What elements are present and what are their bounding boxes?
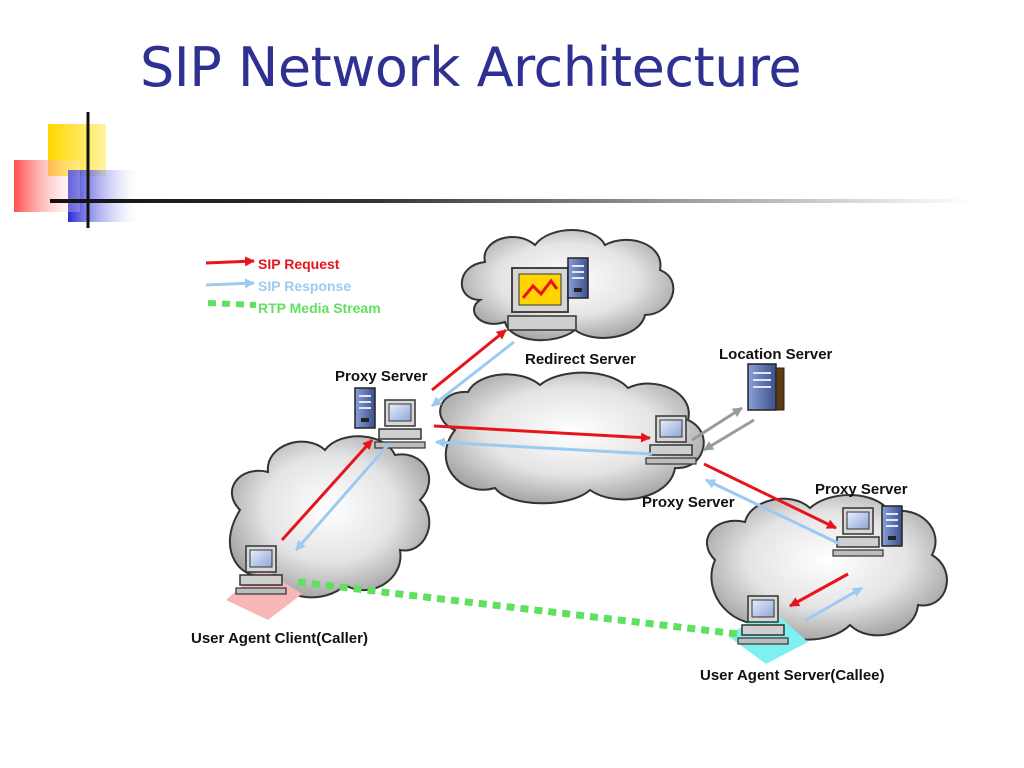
server-workstation-icon	[507, 257, 589, 331]
request-uac-to-proxy-left	[280, 438, 374, 542]
decor-red-square	[14, 160, 80, 212]
redirect-server-node: Redirect Server	[507, 257, 636, 368]
legend-label-media: RTP Media Stream	[258, 300, 381, 316]
server-tower-icon	[747, 363, 785, 411]
uas-highlight	[728, 608, 808, 664]
title-decoration	[14, 112, 970, 228]
rtp-media-stream	[297, 578, 739, 638]
connections	[280, 328, 863, 638]
request-proxy-right-to-uas	[789, 572, 849, 608]
cloud-right	[705, 494, 948, 641]
reply-location-to-center	[703, 418, 755, 452]
legend: SIP Request SIP Response RTP Media Strea…	[205, 256, 381, 316]
redirect-server-label: Redirect Server	[525, 351, 636, 368]
response-center-to-proxy-left	[435, 437, 653, 456]
slide-title: SIP Network Architecture	[140, 36, 802, 99]
proxy-server-left-label: Proxy Server	[335, 368, 428, 385]
title-underline	[50, 199, 970, 203]
uac-label: User Agent Client(Caller)	[191, 630, 368, 647]
location-server-label: Location Server	[719, 346, 833, 363]
proxy-server-right-node: Proxy Server	[815, 481, 908, 557]
legend-item-request: SIP Request	[205, 256, 340, 272]
location-server-node: Location Server	[719, 346, 833, 411]
legend-item-response: SIP Response	[205, 278, 351, 294]
cloud-center	[439, 371, 705, 505]
uas-node: User Agent Server(Callee)	[700, 595, 885, 684]
uas-label: User Agent Server(Callee)	[700, 667, 885, 684]
response-proxy-right-to-center	[705, 478, 841, 546]
request-center-to-proxy-right	[703, 462, 837, 530]
response-proxy-left-to-uac	[294, 444, 390, 551]
request-proxy-left-to-center	[433, 424, 651, 443]
response-redirect-to-proxy-left	[431, 340, 515, 408]
uac-node: User Agent Client(Caller)	[191, 545, 368, 647]
response-uas-to-proxy-right	[805, 586, 863, 622]
proxy-server-center-node: Proxy Server	[642, 415, 735, 511]
legend-label-request: SIP Request	[258, 256, 340, 272]
proxy-server-center-label: Proxy Server	[642, 494, 735, 511]
legend-item-media: RTP Media Stream	[207, 300, 381, 316]
proxy-server-left-node: Proxy Server	[335, 368, 428, 449]
query-center-to-location	[691, 406, 743, 442]
proxy-server-right-label: Proxy Server	[815, 481, 908, 498]
legend-label-response: SIP Response	[258, 278, 351, 294]
request-proxy-left-to-redirect	[431, 328, 507, 392]
